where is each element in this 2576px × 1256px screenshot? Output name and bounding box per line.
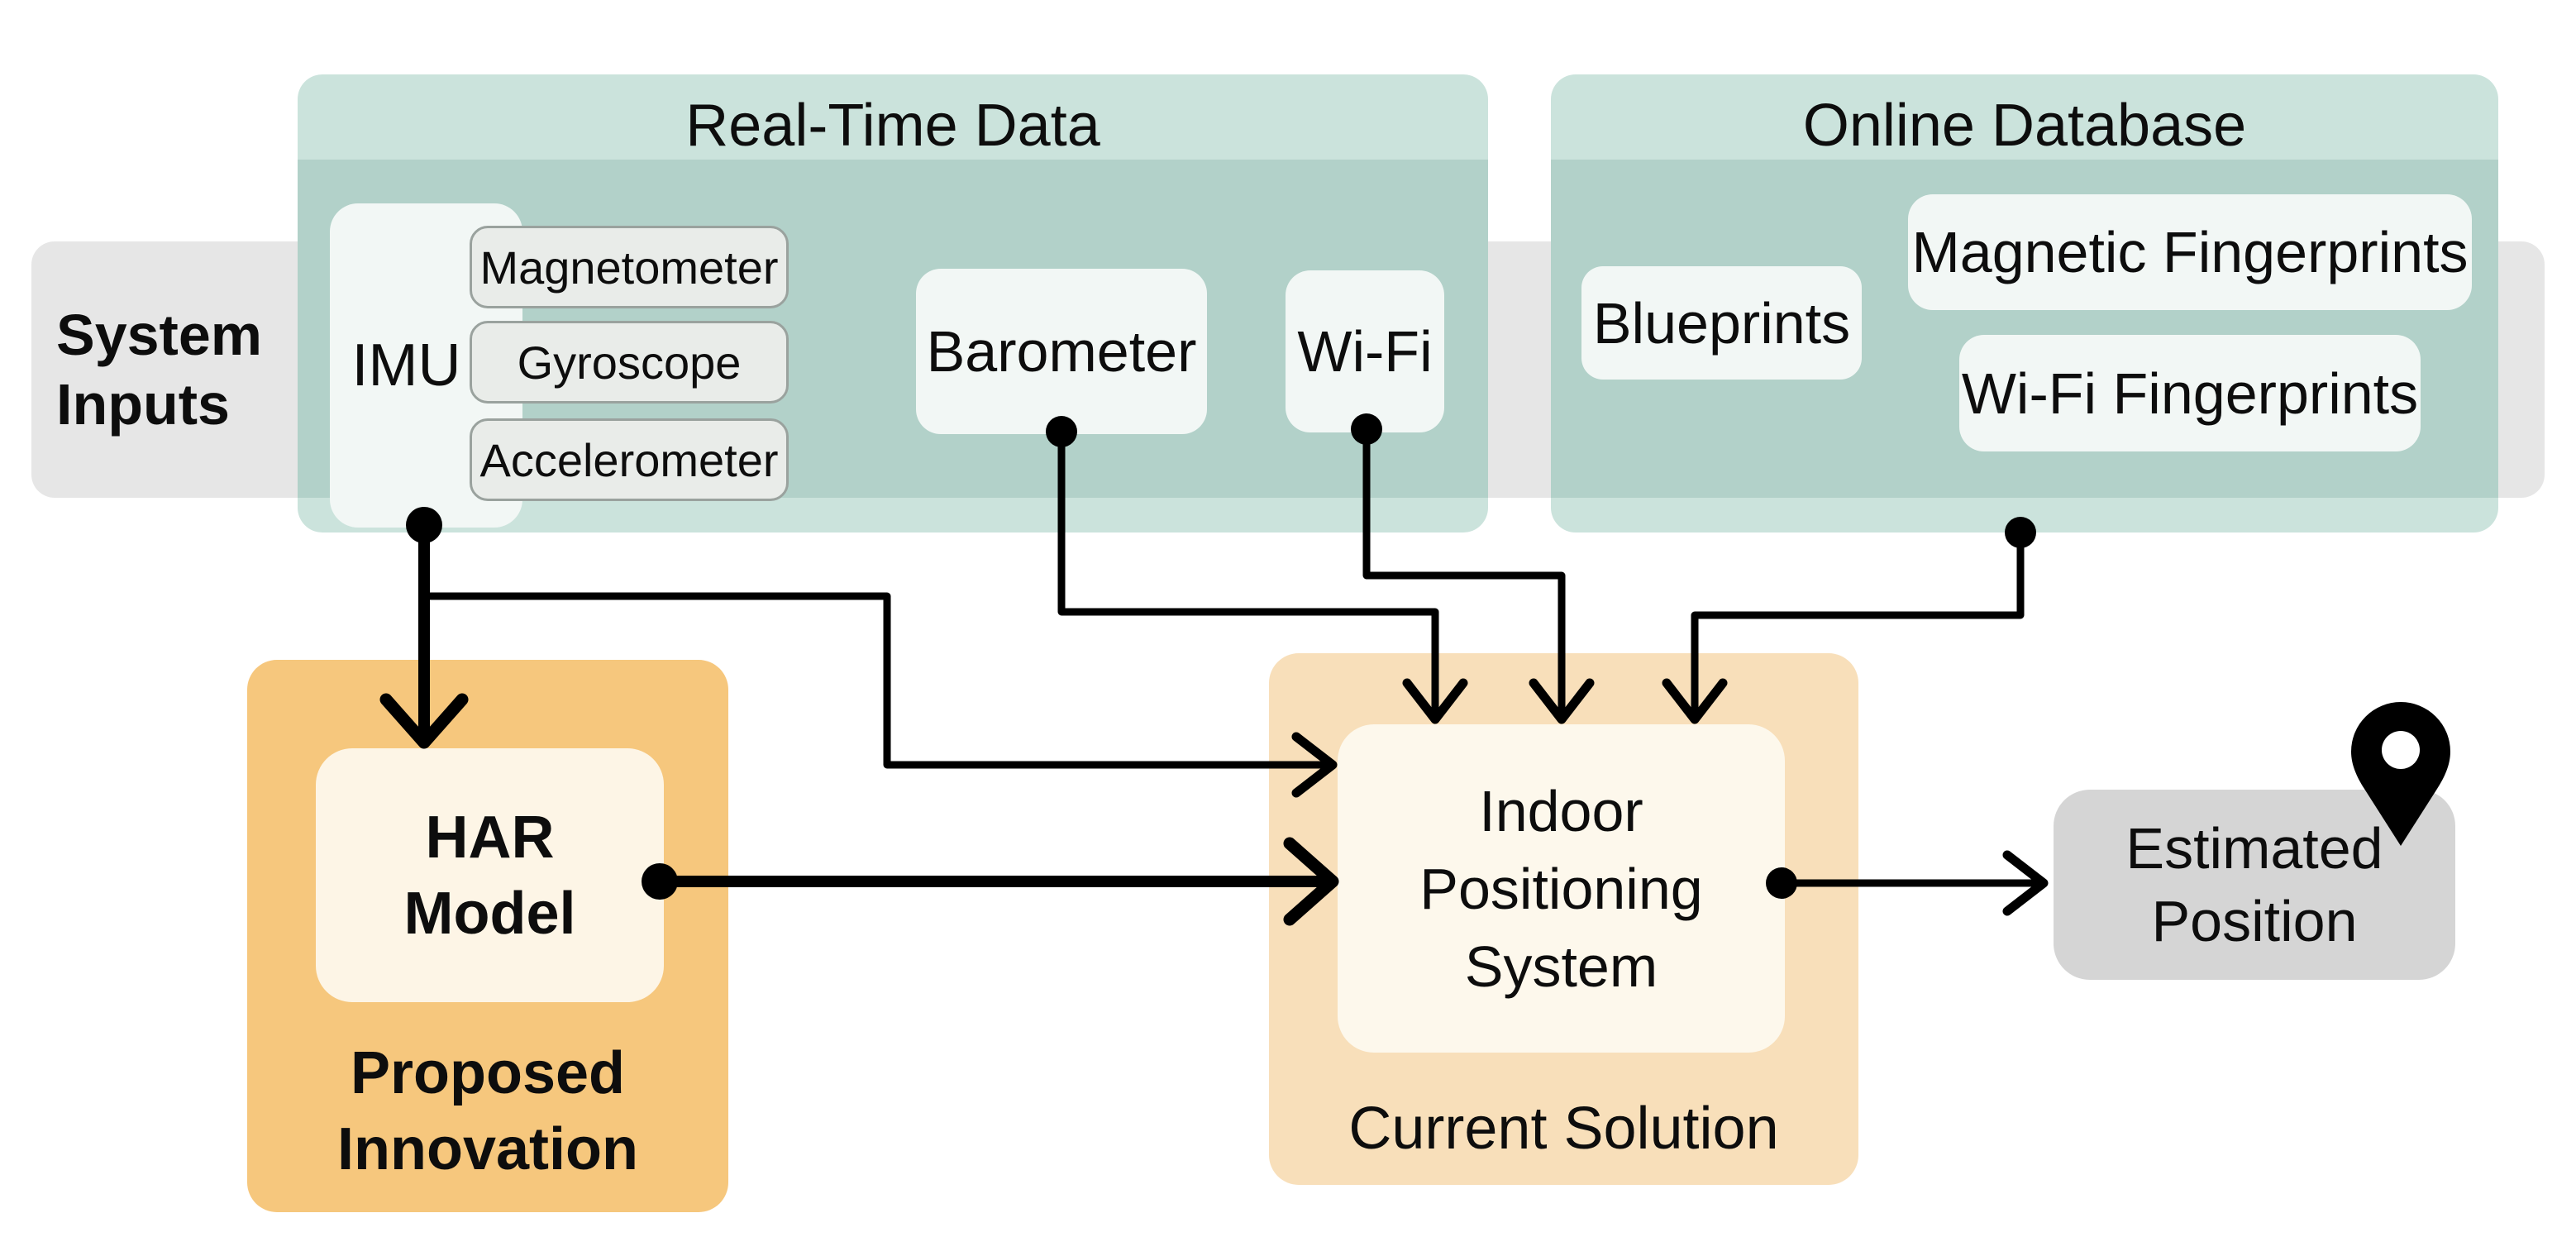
node-barometer: Barometer: [916, 269, 1207, 434]
node-har-model: HAR Model: [316, 748, 664, 1002]
online-database-title: Online Database: [1802, 93, 2247, 159]
ips-line2: Positioning: [1419, 856, 1703, 921]
node-magnetic-fingerprints: Magnetic Fingerprints: [1908, 194, 2472, 310]
estimated-position-label: Estimated Position: [2125, 812, 2383, 958]
node-indoor-positioning-system: Indoor Positioning System: [1338, 724, 1785, 1053]
har-model-label: HAR Model: [404, 800, 576, 952]
proposed-caption-line2: Innovation: [337, 1116, 638, 1182]
node-wifi-fingerprints: Wi-Fi Fingerprints: [1959, 335, 2421, 451]
proposed-innovation-caption: Proposed Innovation: [247, 1035, 728, 1187]
ips-line3: System: [1464, 934, 1658, 999]
imu-label: IMU: [351, 332, 461, 399]
estimated-line2: Position: [2151, 889, 2358, 953]
node-blueprints: Blueprints: [1581, 266, 1862, 380]
chip-accelerometer: Accelerometer: [470, 418, 789, 501]
system-inputs-label: System Inputs: [56, 241, 262, 498]
ips-label: Indoor Positioning System: [1419, 772, 1702, 1005]
chip-gyroscope: Gyroscope: [470, 321, 789, 404]
har-line1: HAR: [425, 804, 555, 871]
node-estimated-position: Estimated Position: [2054, 790, 2455, 980]
node-wifi: Wi-Fi: [1286, 270, 1444, 432]
ips-line1: Indoor: [1479, 778, 1643, 843]
system-inputs-line2: Inputs: [56, 372, 230, 437]
system-inputs-line1: System: [56, 303, 263, 367]
proposed-caption-line1: Proposed: [350, 1040, 626, 1106]
estimated-line1: Estimated: [2125, 816, 2383, 881]
chip-magnetometer: Magnetometer: [470, 226, 789, 308]
har-line2: Model: [403, 880, 576, 947]
arrowhead-ips-to-estimated: [2002, 850, 2049, 916]
real-time-data-title: Real-Time Data: [685, 93, 1100, 159]
current-solution-caption: Current Solution: [1348, 1096, 1779, 1162]
